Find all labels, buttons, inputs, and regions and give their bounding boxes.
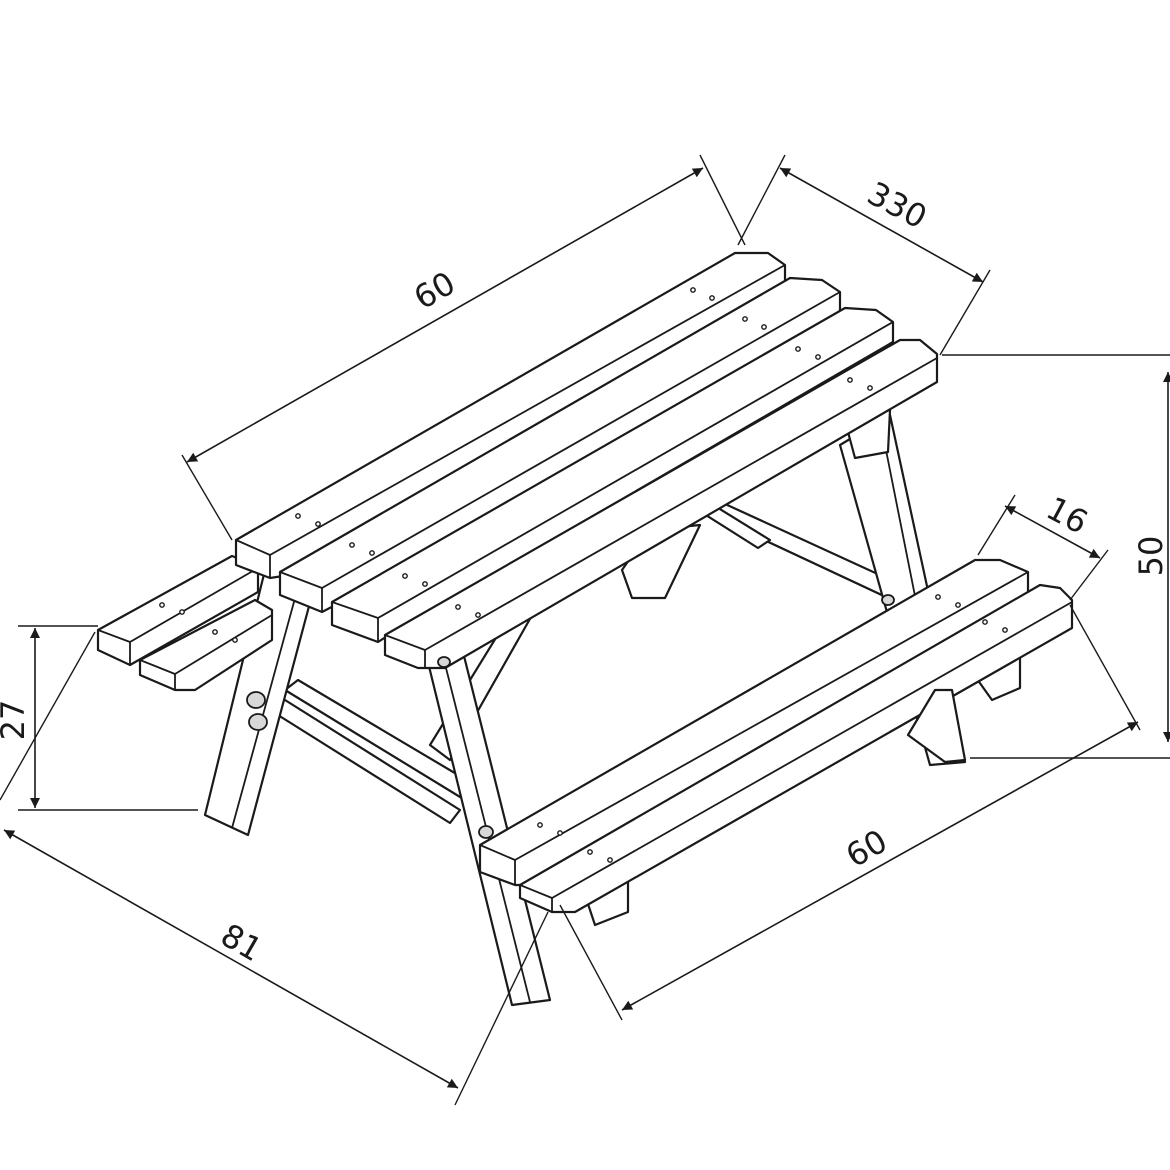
screw-hole	[587, 849, 593, 855]
label-table-height: 50	[1132, 536, 1170, 577]
screw-hole	[847, 377, 853, 383]
dim-line-bench-width	[1004, 505, 1101, 559]
bolt-icon	[437, 656, 451, 668]
label-tabletop-length: 60	[407, 264, 461, 317]
screw-hole	[607, 857, 613, 863]
right-bench	[478, 558, 1074, 914]
dim-line-tabletop-length	[186, 167, 704, 463]
screw-hole	[212, 629, 218, 635]
screw-hole	[982, 619, 988, 625]
bolt-icon	[248, 713, 268, 731]
screw-hole	[475, 612, 481, 618]
screw-hole	[955, 602, 961, 608]
tabletop-plank-4	[383, 338, 939, 670]
screw-hole	[349, 542, 355, 548]
label-bench-width: 16	[1040, 489, 1094, 542]
left-bench-plank-back	[138, 598, 274, 692]
screw-hole	[159, 602, 165, 608]
tabletop	[234, 251, 939, 670]
screw-hole	[935, 594, 941, 600]
screw-hole	[455, 604, 461, 610]
screw-hole	[402, 573, 408, 579]
dim-line-overall-width	[3, 829, 459, 1089]
screw-hole	[1002, 627, 1008, 633]
right-bench-plank-front	[518, 583, 1074, 914]
screw-hole	[709, 295, 715, 301]
screw-hole	[422, 581, 428, 587]
bolt-icon	[881, 594, 895, 606]
label-overall-width: 81	[214, 916, 268, 969]
screw-hole	[867, 385, 873, 391]
left-bench	[96, 554, 274, 692]
screw-hole	[557, 830, 563, 836]
screw-hole	[795, 346, 801, 352]
label-bench-height: 27	[0, 700, 32, 741]
screw-hole	[295, 513, 301, 519]
tabletop-plank-3	[330, 306, 895, 644]
dim-line-bench-length	[621, 721, 1139, 1011]
screw-hole	[761, 324, 767, 330]
screw-hole	[742, 316, 748, 322]
label-table-depth: 330	[861, 174, 933, 236]
screw-hole	[232, 637, 238, 643]
screw-hole	[369, 550, 375, 556]
bolt-icon	[246, 691, 266, 709]
bolt-icon	[478, 825, 494, 839]
dimension-lines	[0, 154, 1170, 1106]
screw-hole	[537, 822, 543, 828]
screw-hole	[315, 521, 321, 527]
screw-hole	[815, 354, 821, 360]
screw-hole	[690, 287, 696, 293]
screw-hole	[179, 609, 185, 615]
dim-line-table-depth	[779, 167, 984, 283]
label-bench-length: 60	[839, 822, 893, 875]
